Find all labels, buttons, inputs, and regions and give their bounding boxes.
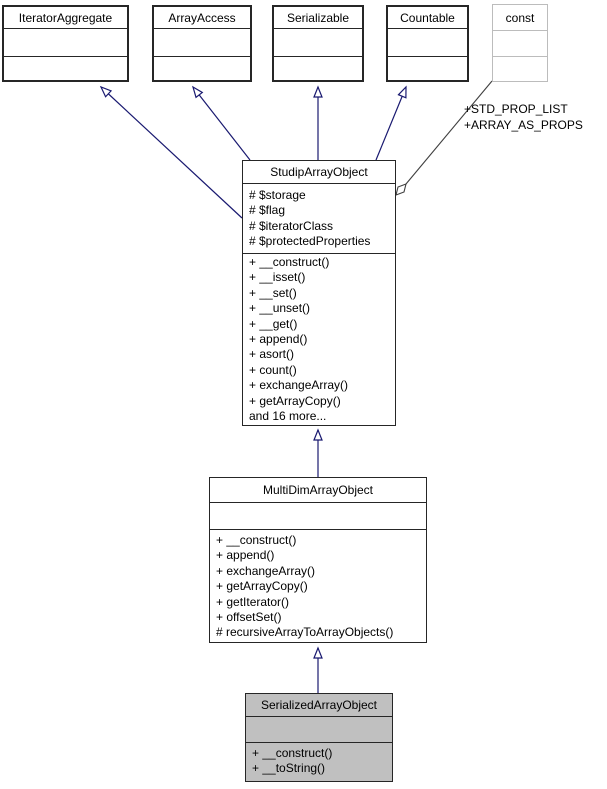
attributes-compartment <box>154 28 250 56</box>
method-row: + count() <box>249 362 297 377</box>
attribute-row: # $storage <box>249 188 306 202</box>
methods-compartment: + __construct() + __toString() <box>246 742 392 781</box>
attributes-compartment <box>210 502 426 529</box>
method-row: + __construct() <box>252 746 333 760</box>
methods-compartment <box>388 56 467 80</box>
attributes-compartment: # $storage # $flag # $iteratorClass # $p… <box>243 183 395 253</box>
class-title: MultiDimArrayObject <box>262 483 373 497</box>
attributes-compartment <box>4 28 127 56</box>
class-box-serialized-array-object[interactable]: SerializedArrayObject + __construct() + … <box>245 693 393 782</box>
method-row: + __set() <box>249 285 297 300</box>
attribute-row: # $protectedProperties <box>249 234 371 249</box>
inheritance-edge-countable <box>375 85 407 161</box>
const-title: const <box>505 10 535 25</box>
class-box-array-access[interactable]: ArrayAccess <box>152 5 252 82</box>
attribute-row: # $iteratorClass <box>249 218 334 233</box>
method-row: + asort() <box>249 347 295 362</box>
class-box-studip-array-object[interactable]: StudipArrayObject # $storage # $flag # $… <box>242 160 396 426</box>
class-box-countable[interactable]: Countable <box>386 5 469 82</box>
aggregation-diamond <box>395 183 407 196</box>
method-row: + getArrayCopy() <box>249 393 341 408</box>
class-box-serializable[interactable]: Serializable <box>272 5 364 82</box>
method-row: + append() <box>216 548 275 563</box>
method-row: + getIterator() <box>216 594 290 609</box>
const-box: const <box>492 4 548 82</box>
attributes-compartment <box>246 716 392 742</box>
class-title: StudipArrayObject <box>270 165 368 179</box>
class-title: IteratorAggregate <box>18 10 113 25</box>
class-title: Serializable <box>286 10 350 25</box>
methods-compartment <box>4 56 127 80</box>
method-row: + __construct() <box>216 533 297 547</box>
attributes-compartment <box>274 28 362 56</box>
class-title: SerializedArrayObject <box>260 698 378 712</box>
usage-edge-label: +STD_PROP_LIST <box>464 102 568 116</box>
methods-compartment <box>154 56 250 80</box>
method-row: + append() <box>249 332 308 347</box>
method-row: + exchangeArray() <box>216 563 316 578</box>
class-title: ArrayAccess <box>168 10 236 25</box>
method-row: # recursiveArrayToArrayObjects() <box>216 625 394 640</box>
class-box-multi-dim-array-object[interactable]: MultiDimArrayObject + __construct() + ap… <box>209 477 427 643</box>
method-row: + __toString() <box>252 761 326 776</box>
class-title: Countable <box>400 10 455 25</box>
method-row: + __construct() <box>249 255 330 269</box>
method-row: + __get() <box>249 316 298 331</box>
attributes-compartment <box>388 28 467 56</box>
attributes-compartment <box>493 30 547 56</box>
method-row: + exchangeArray() <box>249 378 349 393</box>
method-row: + __unset() <box>249 301 311 316</box>
inheritance-edge-iterator-aggregate <box>99 85 243 219</box>
more-members-row: and 16 more... <box>249 409 327 424</box>
methods-compartment: + __construct() + append() + exchangeArr… <box>210 529 426 642</box>
methods-compartment: + __construct() + __isset() + __set() + … <box>243 253 395 425</box>
class-box-iterator-aggregate[interactable]: IteratorAggregate <box>2 5 129 82</box>
method-row: + getArrayCopy() <box>216 579 308 594</box>
methods-compartment <box>274 56 362 80</box>
attribute-row: # $flag <box>249 203 286 218</box>
method-row: + __isset() <box>249 270 306 285</box>
inheritance-edge-array-access <box>192 85 251 161</box>
methods-compartment <box>493 56 547 81</box>
method-row: + offsetSet() <box>216 610 282 625</box>
usage-edge-labels: +STD_PROP_LIST +ARRAY_AS_PROPS <box>464 102 606 133</box>
usage-edge-label: +ARRAY_AS_PROPS <box>464 117 583 132</box>
